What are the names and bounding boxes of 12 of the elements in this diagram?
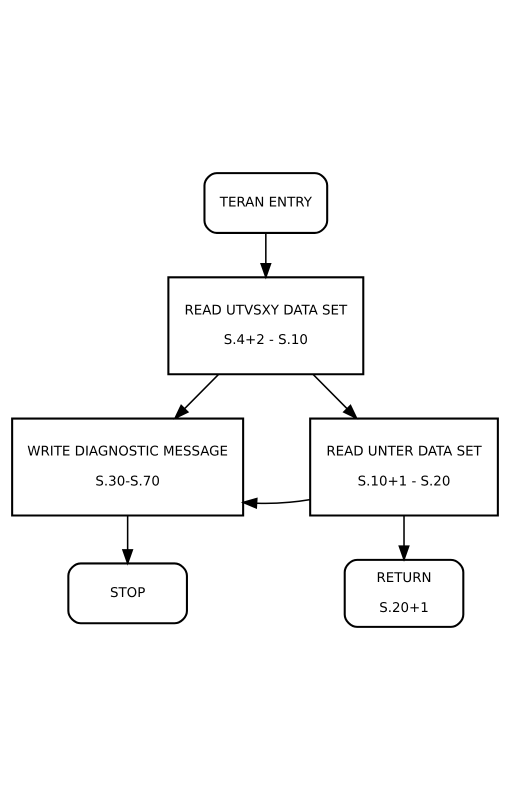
- node-box: WRITE DIAGNOSTIC MESSAGE S.30-S.70: [11, 418, 244, 517]
- node-box: READ UTVSXY DATA SET S.4+2 - S.10: [167, 276, 364, 376]
- arrow: [312, 374, 358, 420]
- arrow: [173, 374, 220, 420]
- arrow: [240, 497, 310, 510]
- node-box: TERAN ENTRY: [203, 172, 328, 234]
- arrow: [122, 516, 134, 566]
- arrow: [398, 516, 410, 562]
- node-box: STOP: [67, 562, 188, 624]
- node-box: READ UNTER DATA SET S.10+1 - S.20: [309, 418, 499, 517]
- node-box: RETURN S.20+1: [344, 558, 464, 628]
- arrow: [260, 232, 272, 280]
